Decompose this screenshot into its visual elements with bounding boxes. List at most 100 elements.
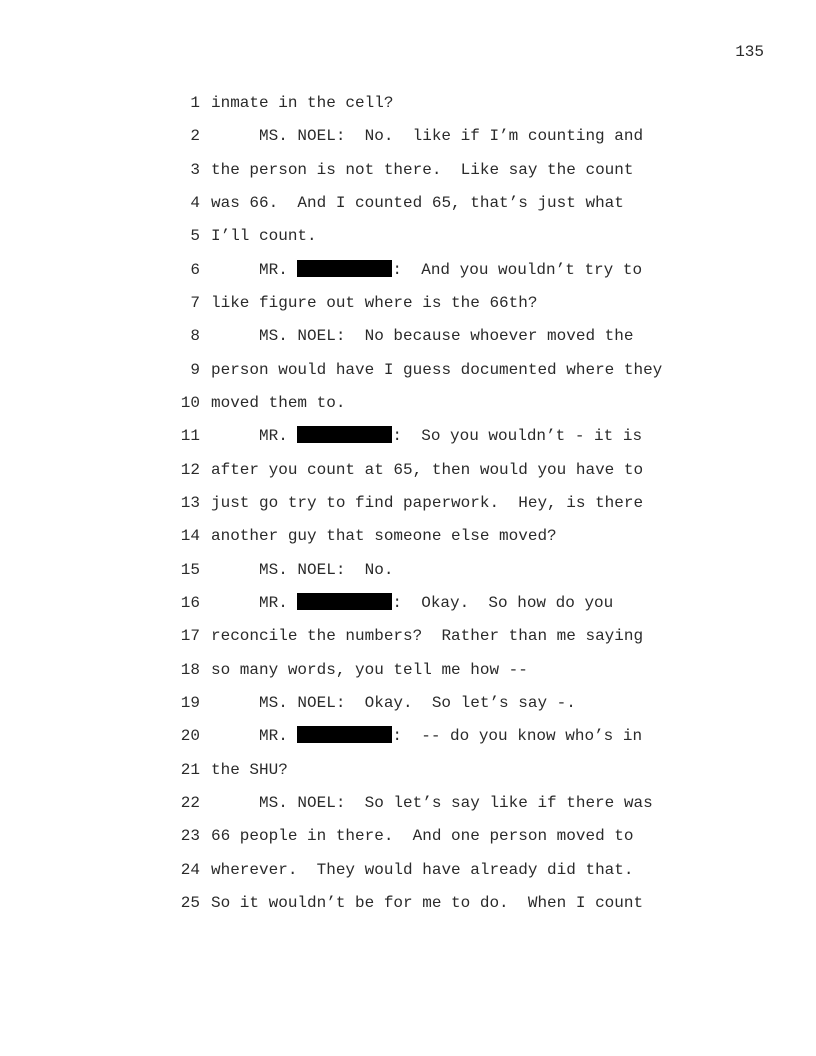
- transcript-line: 21 the SHU?: [0, 760, 816, 793]
- transcript-line: 13 just go try to find paperwork. Hey, is…: [0, 493, 816, 526]
- line-content: person would have I guess documented whe…: [211, 360, 663, 379]
- line-text: I’ll count.: [211, 226, 317, 246]
- line-text: like figure out where is the 66th?: [211, 293, 537, 313]
- line-text: MR. : And you wouldn’t try to: [211, 259, 643, 280]
- transcript-line: 20 MR. : -- do you know who’s in: [0, 726, 816, 759]
- transcript-line: 5 I’ll count.: [0, 226, 816, 259]
- line-number: 5: [190, 227, 200, 246]
- transcript-line: 22 MS. NOEL: So let’s say like if there w…: [0, 793, 816, 826]
- line-text: just go try to find paperwork. Hey, is t…: [211, 493, 643, 513]
- line-content: was 66. And I counted 65, that’s just wh…: [211, 193, 624, 212]
- transcript-line: 17 reconcile the numbers? Rather than me …: [0, 626, 816, 659]
- line-content: So it wouldn’t be for me to do. When I c…: [211, 893, 644, 912]
- line-number: 16: [180, 593, 200, 612]
- line-text: inmate in the cell?: [211, 93, 393, 113]
- transcript-line: 6 MR. : And you wouldn’t try to: [0, 259, 816, 293]
- line-text: wherever. They would have already did th…: [211, 860, 633, 880]
- line-text: MS. NOEL: Okay. So let’s say -.: [211, 693, 576, 713]
- line-content: reconcile the numbers? Rather than me sa…: [211, 627, 644, 646]
- line-content: another guy that someone else moved?: [211, 527, 557, 546]
- line-text: MS. NOEL: No because whoever moved the: [211, 326, 633, 346]
- line-number: 14: [180, 527, 200, 546]
- line-content: so many words, you tell me how --: [211, 660, 528, 679]
- transcript-line: 2 MS. NOEL: No. like if I’m counting and: [0, 126, 816, 159]
- transcript-line: 24 wherever. They would have already did …: [0, 860, 816, 893]
- transcript-line: 3 the person is not there. Like say the c…: [0, 160, 816, 193]
- line-number: 8: [190, 327, 200, 346]
- line-number: 17: [180, 627, 200, 646]
- line-number: 19: [180, 693, 200, 712]
- line-content: MS. NOEL: No. like if I’m counting and: [259, 127, 644, 146]
- line-number: 11: [180, 427, 200, 446]
- line-text: MR. : -- do you know who’s in: [211, 726, 642, 746]
- line-text: 66 people in there. And one person moved…: [211, 826, 633, 846]
- line-number: 3: [190, 160, 200, 179]
- speaker-label: MR.: [259, 260, 298, 279]
- line-number: 20: [180, 727, 200, 746]
- line-text: so many words, you tell me how --: [211, 660, 528, 680]
- line-text: the person is not there. Like say the co…: [211, 160, 633, 180]
- line-content: MS. NOEL: So let’s say like if there was: [259, 793, 653, 812]
- line-content: MS. NOEL: No because whoever moved the: [259, 327, 634, 346]
- line-text: MS. NOEL: So let’s say like if there was: [211, 793, 653, 813]
- line-text: person would have I guess documented whe…: [211, 360, 662, 380]
- line-content: wherever. They would have already did th…: [211, 860, 634, 879]
- line-number: 23: [180, 827, 200, 846]
- line-content: inmate in the cell?: [211, 94, 394, 112]
- line-content: : And you wouldn’t try to: [392, 260, 643, 279]
- line-content: like figure out where is the 66th?: [211, 293, 538, 312]
- transcript-line: 7 like figure out where is the 66th?: [0, 293, 816, 326]
- line-content: MS. NOEL: Okay. So let’s say -.: [259, 693, 576, 712]
- line-content: 66 people in there. And one person moved…: [211, 827, 634, 846]
- line-text: So it wouldn’t be for me to do. When I c…: [211, 893, 643, 913]
- line-number: 13: [180, 493, 200, 512]
- line-number: 25: [180, 893, 200, 912]
- line-number: 6: [190, 260, 200, 279]
- line-number: 21: [180, 760, 200, 779]
- page-number: 135: [735, 43, 764, 61]
- line-content: : -- do you know who’s in: [392, 727, 643, 746]
- line-number: 7: [190, 293, 200, 312]
- redaction-box: [297, 426, 393, 444]
- line-text: was 66. And I counted 65, that’s just wh…: [211, 193, 624, 213]
- redaction-box: [297, 726, 393, 744]
- line-number: 12: [180, 460, 200, 479]
- line-text: the SHU?: [211, 760, 288, 780]
- line-content: I’ll count.: [211, 227, 317, 246]
- transcript-line: 11 MR. : So you wouldn’t - it is: [0, 426, 816, 459]
- line-number: 10: [180, 393, 200, 412]
- line-text: after you count at 65, then would you ha…: [211, 460, 643, 480]
- line-content: moved them to.: [211, 393, 346, 412]
- line-number: 9: [190, 360, 200, 379]
- transcript-line: 4 was 66. And I counted 65, that’s just w…: [0, 193, 816, 226]
- line-number: 4: [190, 193, 200, 212]
- line-number: 22: [180, 793, 200, 812]
- line-number: 24: [180, 860, 200, 879]
- transcript-line: 23 66 people in there. And one person mov…: [0, 826, 816, 859]
- line-content: after you count at 65, then would you ha…: [211, 460, 644, 479]
- line-content: : So you wouldn’t - it is: [392, 427, 643, 446]
- transcript-line: 14 another guy that someone else moved?: [0, 526, 816, 559]
- line-text: reconcile the numbers? Rather than me sa…: [211, 626, 643, 646]
- line-text: MS. NOEL: No.: [211, 560, 393, 580]
- line-text: moved them to.: [211, 393, 345, 413]
- redaction-box: [297, 259, 393, 277]
- line-content: just go try to find paperwork. Hey, is t…: [211, 493, 644, 512]
- line-text: another guy that someone else moved?: [211, 526, 557, 546]
- line-text: MR. : So you wouldn’t - it is: [211, 426, 642, 446]
- line-content: MS. NOEL: No.: [259, 560, 394, 579]
- transcript-line: 8 MS. NOEL: No because whoever moved the: [0, 326, 816, 359]
- speaker-label: MR.: [259, 593, 298, 612]
- line-text: MR. : Okay. So how do you: [211, 592, 613, 613]
- transcript-line: 16 MR. : Okay. So how do you: [0, 592, 816, 626]
- transcript-line: 10 moved them to.: [0, 393, 816, 426]
- transcript-line: 12 after you count at 65, then would you …: [0, 460, 816, 493]
- line-number: 2: [190, 127, 200, 146]
- speaker-label: MR.: [259, 727, 298, 746]
- line-content: the SHU?: [211, 760, 288, 779]
- line-content: the person is not there. Like say the co…: [211, 160, 634, 179]
